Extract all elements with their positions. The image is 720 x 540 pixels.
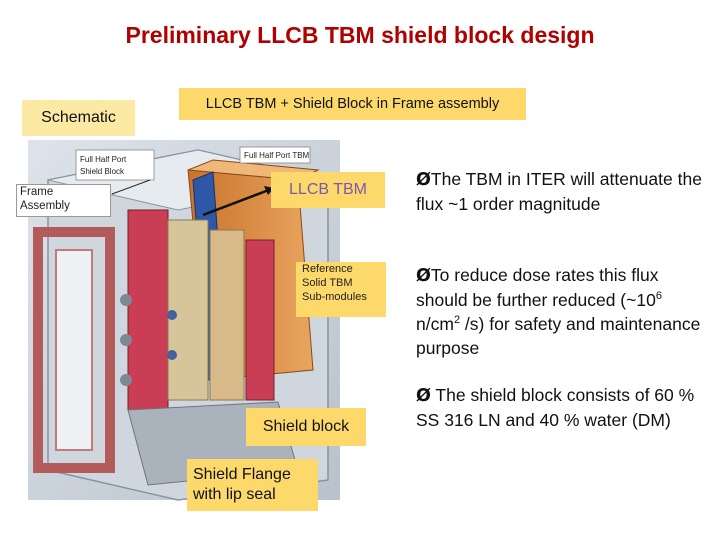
frame-label-line2: Assembly (20, 200, 70, 212)
shield-flange-label: Shield Flange with lip seal (187, 459, 318, 511)
frame-leader-line (111, 179, 151, 195)
bullet-marker-icon: Ø (416, 266, 431, 286)
frame-label-line1: Frame (20, 186, 54, 198)
slide-title: Preliminary LLCB TBM shield block design (125, 22, 595, 48)
ref-label-line2: Solid TBM (302, 277, 353, 289)
frame-assembly-label: Frame Assembly (16, 184, 111, 217)
shield-block-label: Shield block (246, 408, 366, 446)
schematic-label: Schematic (22, 100, 135, 136)
half-port-tbm-label: Full Half Port TBM (244, 151, 310, 160)
bullet-tbm-attenuation: ØThe TBM in ITER will attenuate the flux… (416, 169, 702, 214)
bullet-dose-reduction: ØTo reduce dose rates this flux should b… (416, 265, 701, 358)
llcb-arrow (202, 186, 275, 217)
reference-submodules-label: Reference Solid TBM Sub-modules (296, 262, 386, 317)
bullet-marker-icon: Ø (416, 386, 431, 406)
llcb-tbm-label: LLCB TBM (271, 172, 385, 208)
ref-label-line3: Sub-modules (302, 291, 367, 303)
ref-label-line1: Reference (302, 263, 353, 275)
bullet-shield-composition: Ø The shield block consists of 60 % SS 3… (416, 385, 695, 430)
assembly-label: LLCB TBM + Shield Block in Frame assembl… (179, 88, 526, 120)
bullet-marker-icon: Ø (416, 170, 431, 190)
shield-block-small-label: Shield Block (80, 167, 125, 176)
flange-label-text: Shield Flange with lip seal (193, 466, 291, 503)
half-port-small-label: Full Half Port (80, 155, 127, 164)
